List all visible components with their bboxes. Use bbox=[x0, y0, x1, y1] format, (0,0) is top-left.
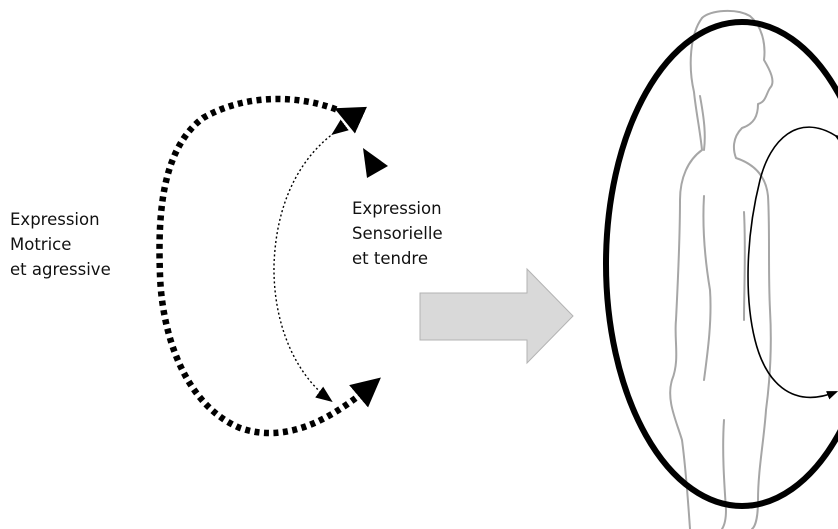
inner-dotted-arc-arrow bbox=[273, 119, 349, 402]
outer-dotted-arc-arrow bbox=[156, 95, 381, 437]
label-line: Sensorielle bbox=[352, 224, 443, 243]
body-envelope-ellipse bbox=[603, 19, 838, 509]
expression-sensorielle-label: Expression Sensorielle et tendre bbox=[352, 196, 443, 271]
human-body-silhouette-icon bbox=[669, 10, 774, 529]
body-double-arc-arrow bbox=[747, 126, 838, 400]
expression-motrice-label: Expression Motrice et agressive bbox=[10, 207, 111, 282]
label-line: et tendre bbox=[352, 249, 428, 268]
label-line: Motrice bbox=[10, 235, 72, 254]
label-line: Expression bbox=[352, 199, 442, 218]
outer-arc-top-head bbox=[363, 148, 388, 178]
label-line: et agressive bbox=[10, 260, 111, 279]
label-line: Expression bbox=[10, 210, 100, 229]
right-arrow-icon bbox=[419, 267, 574, 365]
